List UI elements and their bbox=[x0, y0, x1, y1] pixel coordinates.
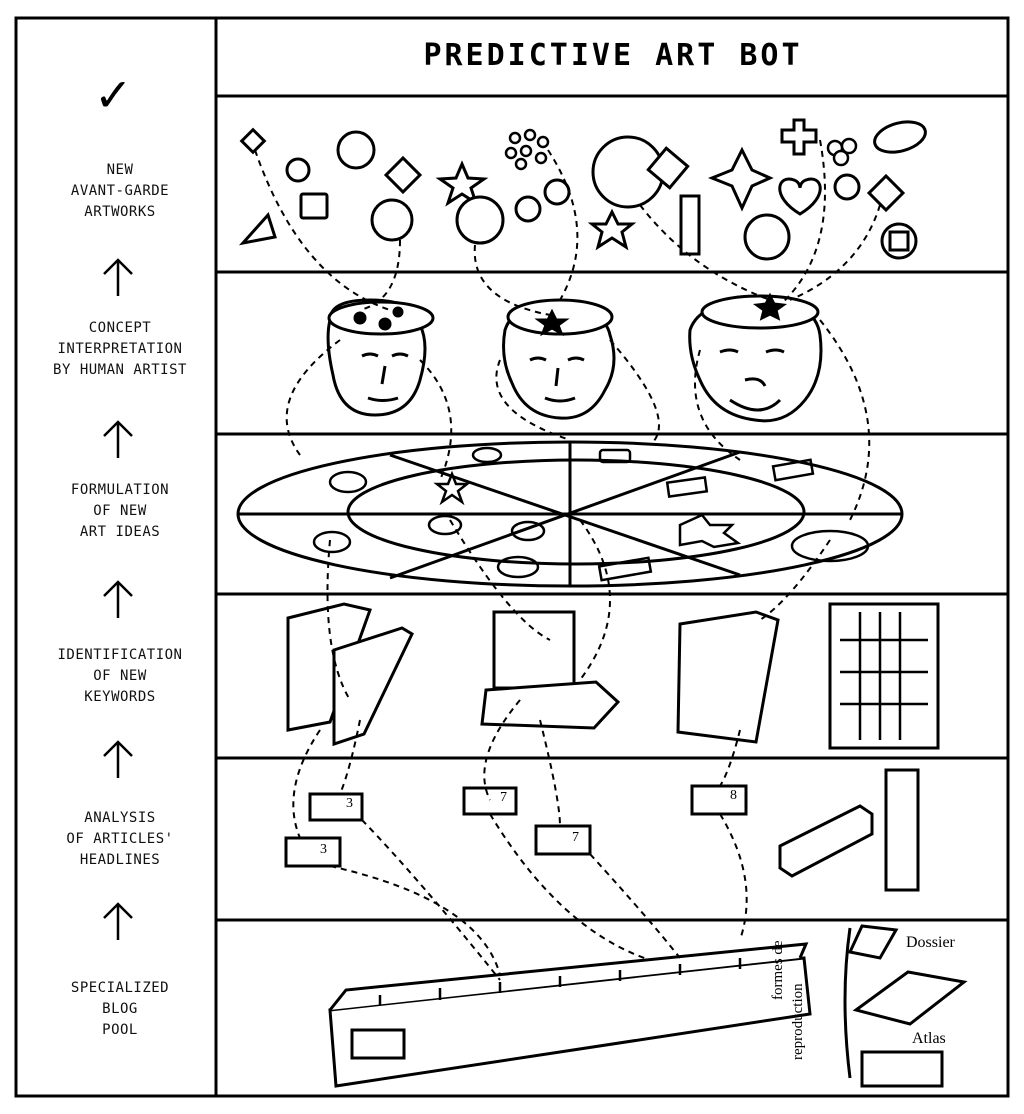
diagram-title: PREDICTIVE ART BOT bbox=[423, 38, 803, 73]
dossier-label: Dossier bbox=[906, 934, 955, 951]
artist-heads bbox=[326, 292, 823, 423]
connector-lines bbox=[254, 139, 881, 981]
card-number: 7 bbox=[572, 830, 579, 845]
card bbox=[308, 792, 364, 822]
card bbox=[284, 836, 342, 868]
card bbox=[690, 784, 748, 816]
up-arrow-icon bbox=[103, 902, 133, 940]
up-arrow-icon bbox=[103, 258, 133, 296]
books bbox=[286, 602, 940, 750]
blog-pool-drawer bbox=[328, 924, 968, 1088]
reproduction-label: reproduction bbox=[790, 983, 806, 1060]
up-arrow-icon bbox=[103, 580, 133, 618]
artwork-shapes bbox=[238, 118, 927, 261]
card-number: 7 bbox=[500, 790, 507, 805]
card-number: 3 bbox=[320, 842, 327, 857]
outer-border bbox=[14, 16, 1010, 1098]
card bbox=[534, 824, 592, 856]
card-number: 3 bbox=[346, 796, 353, 811]
formes-label: formes de bbox=[770, 940, 786, 1000]
checkmark-icon: ✓ bbox=[94, 68, 133, 122]
up-arrow-icon bbox=[103, 420, 133, 458]
atlas-label: Atlas bbox=[912, 1030, 946, 1047]
card-number: 8 bbox=[730, 788, 737, 803]
headline-cards bbox=[284, 768, 920, 892]
up-arrow-icon bbox=[103, 740, 133, 778]
card bbox=[462, 786, 518, 816]
ideas-disc bbox=[236, 440, 904, 588]
